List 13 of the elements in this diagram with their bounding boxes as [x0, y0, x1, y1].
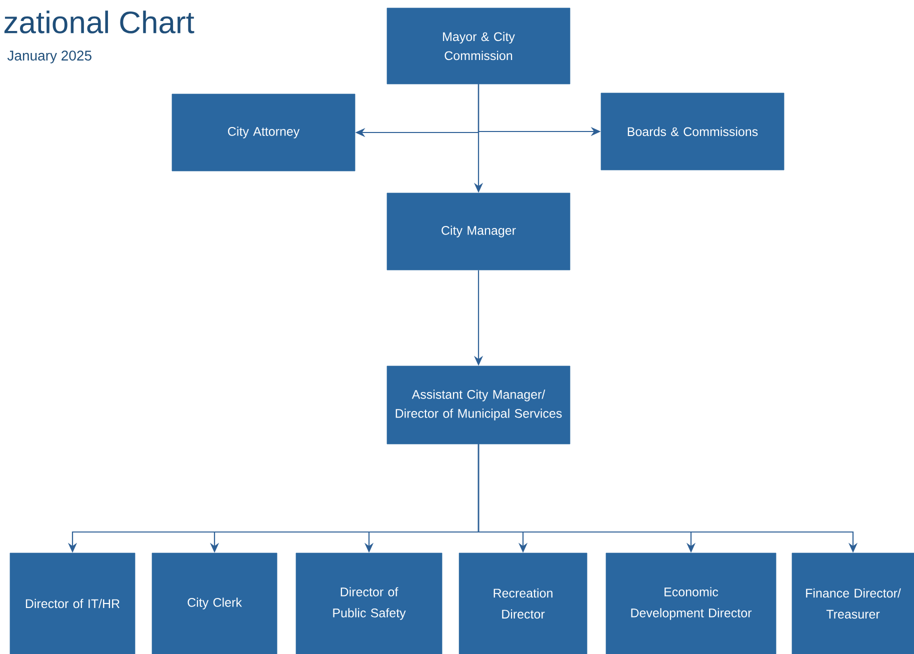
org-box: Finance Director/ Treasurer	[792, 552, 914, 654]
org-box: Assistant City Manager/ Director of Municipal Services	[386, 366, 570, 444]
org-box: City Manager	[386, 192, 570, 270]
org-box: City Clerk	[152, 552, 278, 654]
org-box: Director of Public Safety	[296, 552, 442, 654]
date-label: January 2025	[7, 50, 92, 64]
org-box: Mayor & City Commission	[386, 8, 570, 84]
org-box: City Attorney	[172, 94, 356, 172]
org-box: Director of IT/HR	[10, 552, 136, 654]
org-box: Boards & Commissions	[600, 92, 784, 170]
org-box: Economic Development Director	[606, 552, 776, 654]
org-box: Recreation Director	[458, 552, 588, 654]
title: zational Chart	[4, 10, 194, 34]
